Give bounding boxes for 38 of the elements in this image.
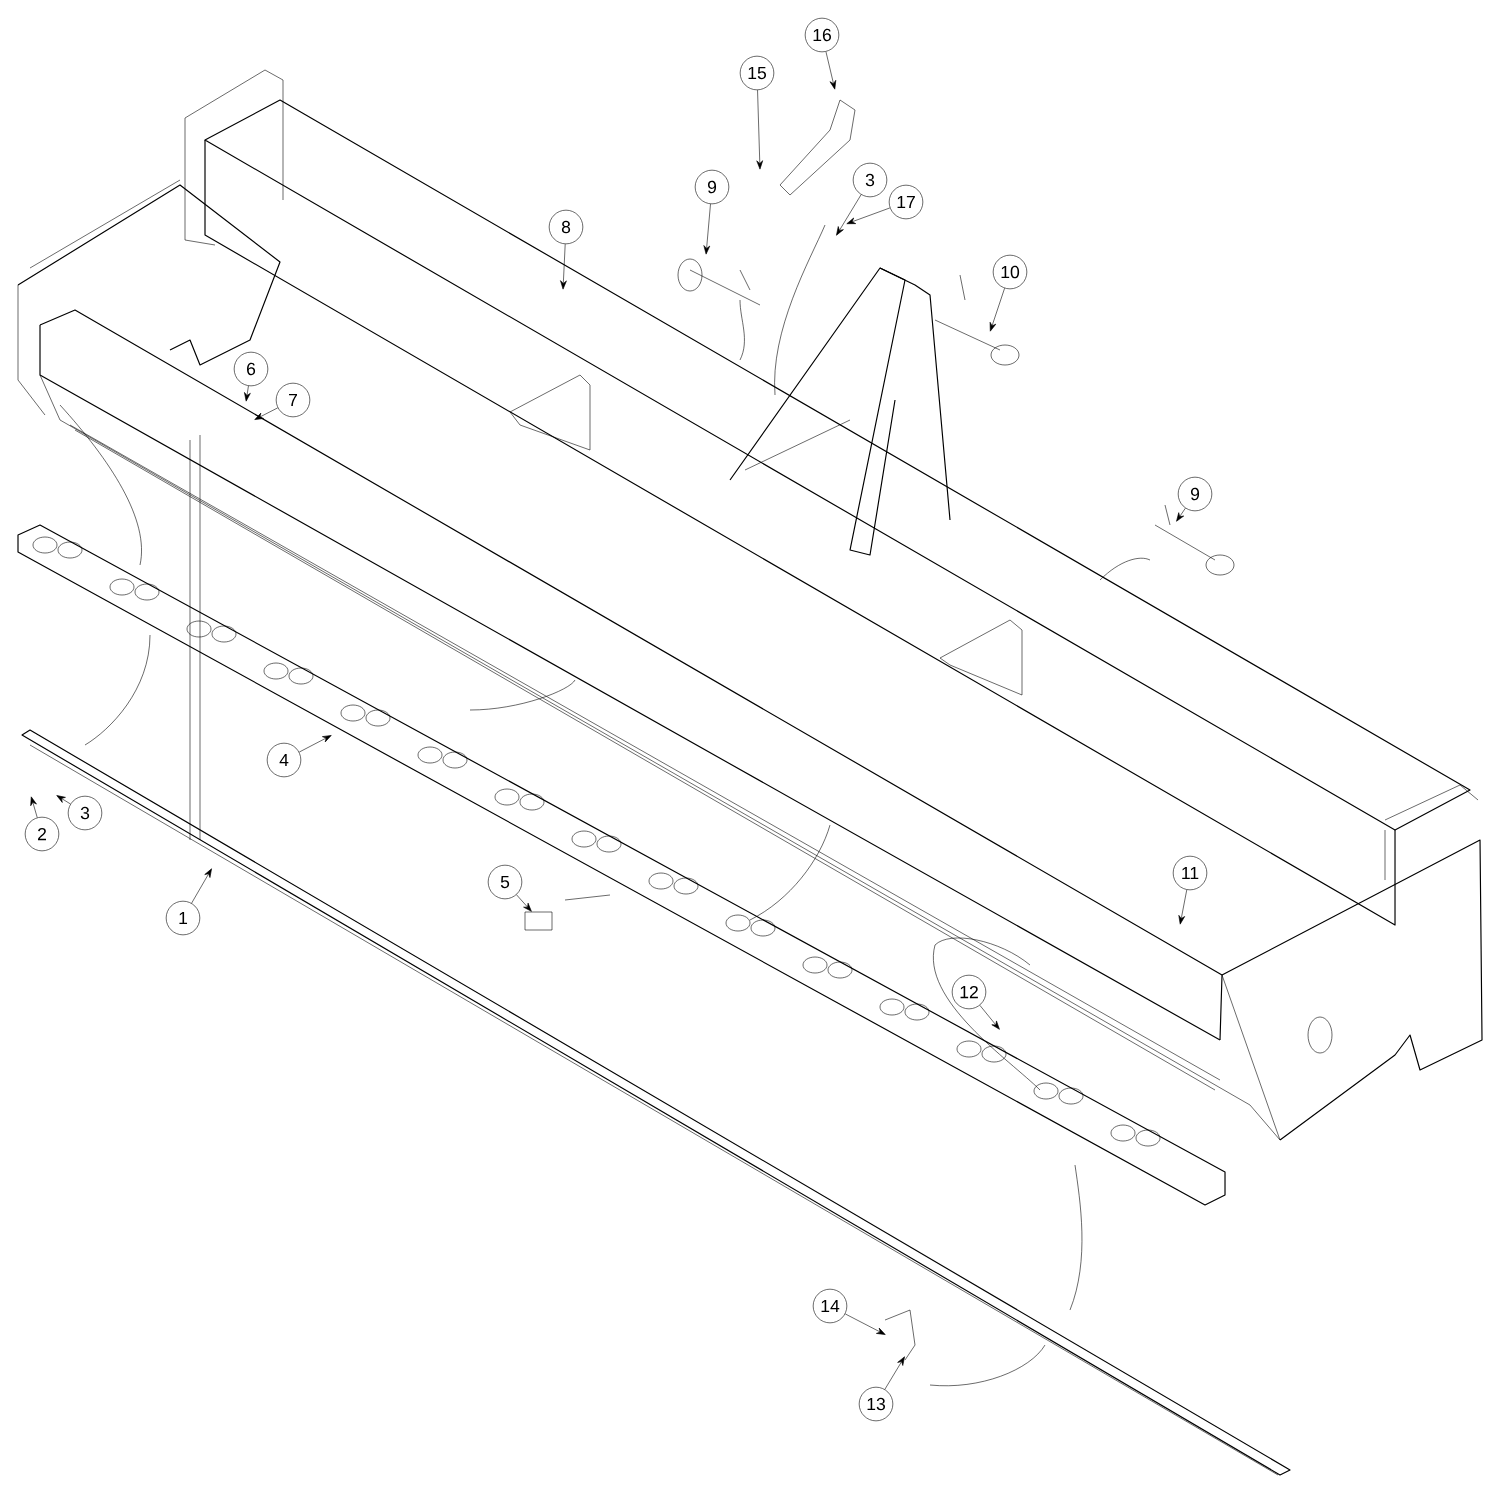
callout-number: 7	[275, 382, 311, 418]
leader-arrow	[244, 385, 251, 402]
leader-arrow	[884, 1356, 905, 1390]
leader-arrow	[989, 287, 1005, 332]
leader-arrow	[825, 51, 837, 90]
leader-arrow	[516, 894, 532, 912]
callout-number: 5	[487, 864, 523, 900]
leader-arrow	[844, 1313, 886, 1335]
callout-number: 2	[24, 816, 60, 852]
callout-number: 10	[992, 254, 1028, 290]
leader-arrow	[756, 89, 764, 170]
leader-arrow	[1176, 507, 1186, 522]
callout-number: 4	[266, 742, 302, 778]
callout-number: 8	[548, 209, 584, 245]
leader-arrow	[836, 194, 862, 236]
leader-arrow	[191, 868, 212, 904]
leader-arrow	[979, 1005, 1000, 1030]
leader-arrow	[56, 795, 71, 805]
callout-number: 9	[1177, 476, 1213, 512]
callout-number: 17	[888, 184, 924, 220]
callout-number: 3	[852, 162, 888, 198]
leader-arrow	[560, 243, 567, 290]
leader-arrow	[30, 796, 38, 818]
callout-number: 11	[1172, 855, 1208, 891]
leader-arrow	[703, 203, 711, 255]
callout-number: 13	[858, 1386, 894, 1422]
callout-number: 16	[804, 17, 840, 53]
leader-arrow	[1178, 889, 1188, 925]
callout-number: 6	[233, 351, 269, 387]
leader-arrow	[846, 207, 891, 224]
callout-number: 1	[165, 900, 201, 936]
callout-number: 12	[951, 974, 987, 1010]
leader-arrow	[254, 407, 279, 420]
leader-arrow	[298, 735, 332, 753]
callout-number: 3	[67, 795, 103, 831]
callout-number: 15	[739, 55, 775, 91]
callout-number: 9	[694, 169, 730, 205]
callout-number: 14	[812, 1288, 848, 1324]
